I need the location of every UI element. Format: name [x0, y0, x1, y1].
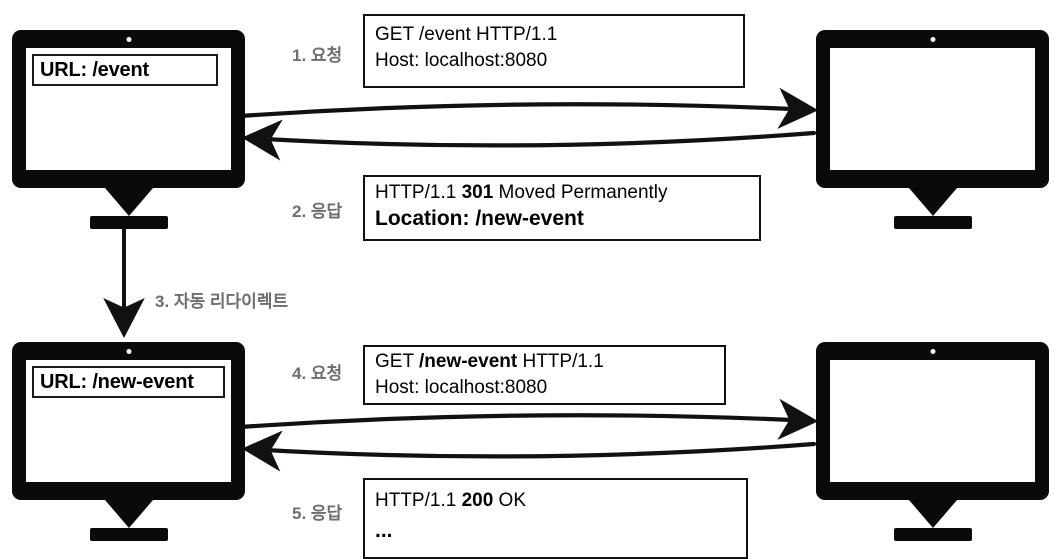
message-line: GET /new-event HTTP/1.1 — [375, 349, 714, 375]
monitor-neck — [908, 188, 957, 216]
message-segment: Host: localhost:8080 — [375, 377, 548, 398]
message-line: GET /event HTTP/1.1 — [375, 22, 733, 48]
camera-dot-icon — [126, 349, 131, 354]
step-label-5: 5. 응답 — [292, 504, 343, 523]
message-segment: /new-event — [419, 351, 518, 372]
camera-dot-icon — [930, 349, 935, 354]
monitor-neck — [104, 188, 153, 216]
monitor-screen: URL: /event — [26, 48, 231, 170]
step-label-4: 4. 요청 — [292, 364, 343, 383]
monitor-foot — [893, 216, 972, 229]
step-label-2: 2. 응답 — [292, 202, 343, 221]
client-monitor-top: URL: /event — [12, 30, 245, 230]
monitor-neck — [104, 500, 153, 528]
message-line: HTTP/1.1 200 OK — [375, 488, 736, 514]
request-arrow-top — [237, 87, 819, 129]
message-box-step-5: HTTP/1.1 200 OK ... — [363, 478, 748, 559]
request-arrow-bottom — [237, 398, 819, 440]
monitor-neck — [908, 500, 957, 528]
message-box-step-1: GET /event HTTP/1.1 Host: localhost:8080 — [363, 14, 745, 88]
message-segment: ... — [375, 519, 393, 542]
message-segment: GET /event HTTP/1.1 — [375, 24, 558, 45]
url-bar-top[interactable]: URL: /event — [32, 54, 218, 86]
monitor-foot — [89, 216, 168, 229]
message-segment: Moved Permanently — [493, 182, 668, 203]
server-monitor-top — [816, 30, 1049, 230]
message-line: Host: localhost:8080 — [375, 48, 733, 74]
message-segment: HTTP/1.1 — [375, 490, 462, 511]
message-segment: Host: localhost:8080 — [375, 50, 548, 71]
message-box-step-4: GET /new-event HTTP/1.1 Host: localhost:… — [363, 345, 726, 405]
message-segment: Location: /new-event — [375, 207, 584, 230]
message-segment: HTTP/1.1 — [517, 351, 604, 372]
message-segment: GET — [375, 351, 419, 372]
message-line: HTTP/1.1 301 Moved Permanently — [375, 180, 749, 206]
message-segment: OK — [493, 490, 527, 511]
monitor-foot — [89, 528, 168, 541]
message-box-step-2: HTTP/1.1 301 Moved Permanently Location:… — [363, 175, 761, 241]
message-segment: 200 — [461, 490, 494, 511]
url-text: URL: /event — [40, 58, 149, 81]
client-monitor-bottom: URL: /new-event — [12, 342, 245, 542]
monitor-screen — [830, 360, 1035, 482]
step-label-1: 1. 요청 — [292, 46, 343, 65]
message-segment: HTTP/1.1 — [375, 182, 462, 203]
camera-dot-icon — [930, 37, 935, 42]
message-line: Host: localhost:8080 — [375, 375, 714, 401]
server-monitor-bottom — [816, 342, 1049, 542]
message-segment: 301 — [461, 182, 494, 203]
camera-dot-icon — [126, 37, 131, 42]
monitor-screen — [830, 48, 1035, 170]
response-arrow-top — [241, 119, 817, 161]
monitor-foot — [893, 528, 972, 541]
monitor-screen: URL: /new-event — [26, 360, 231, 482]
response-arrow-bottom — [241, 430, 817, 472]
url-text: URL: /new-event — [40, 370, 194, 393]
message-line: Location: /new-event — [375, 206, 749, 232]
message-line: ... — [375, 518, 736, 544]
step-label-3: 3. 자동 리다이렉트 — [155, 292, 289, 311]
url-bar-bottom[interactable]: URL: /new-event — [32, 366, 225, 398]
